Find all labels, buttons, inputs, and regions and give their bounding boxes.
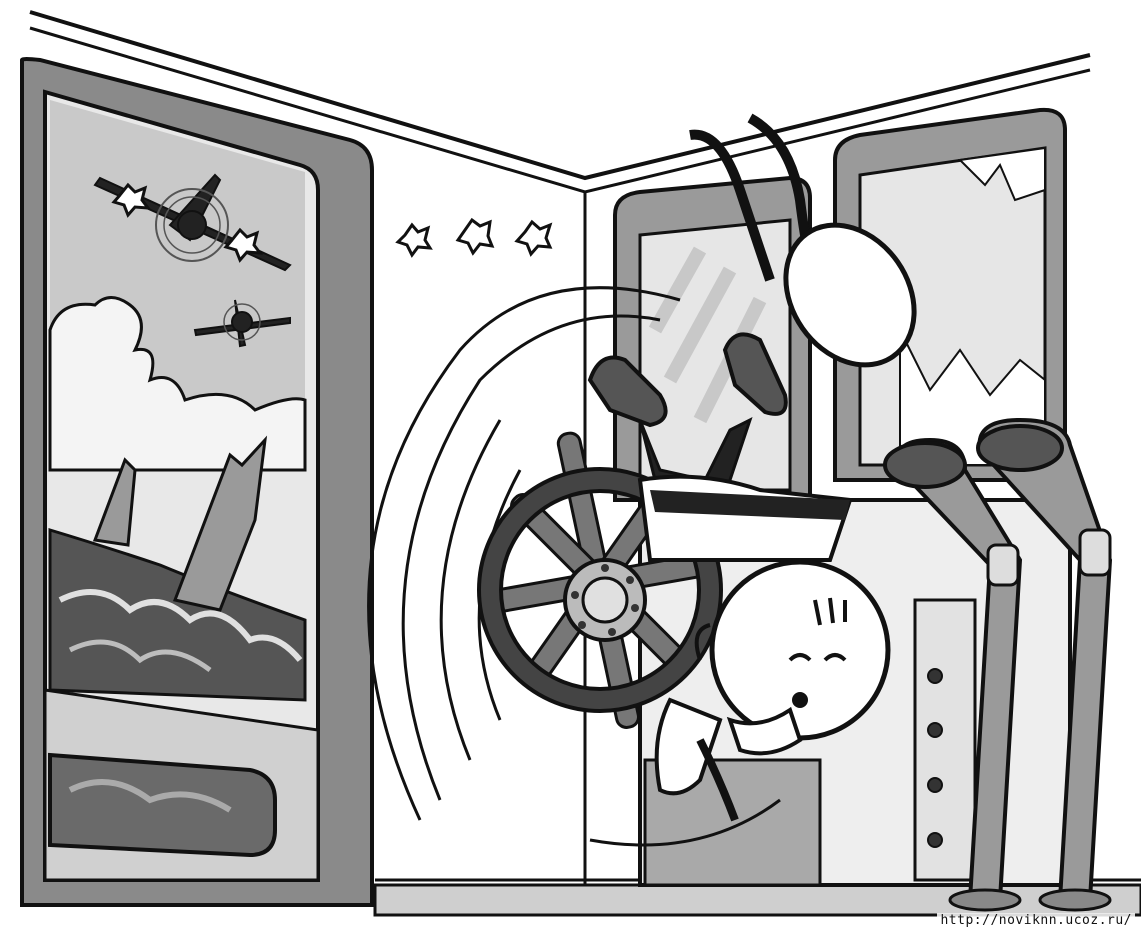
periscope-handles [883, 417, 1113, 912]
back-window-right [833, 107, 1067, 482]
ships-wheel [477, 431, 723, 729]
sailor-head [709, 559, 891, 741]
watermark-url: http://noviknn.ucoz.ru/ [937, 913, 1135, 928]
left-window [20, 57, 374, 907]
broken-glass [957, 146, 1046, 202]
lower-vent [48, 752, 277, 858]
back-window-middle [613, 175, 812, 502]
sailor-shoe [587, 355, 668, 428]
console-rivets [927, 668, 943, 848]
floor-strip [373, 883, 1141, 917]
water-splash [92, 457, 137, 547]
sea-waves [48, 527, 307, 702]
cloud [48, 296, 307, 472]
impact-stars [111, 182, 553, 263]
sailor-shoe [722, 332, 788, 416]
water-splash [172, 435, 268, 612]
fighter-plane-small [193, 299, 291, 348]
sailor-cap [783, 222, 917, 368]
sailor-character [587, 113, 917, 822]
